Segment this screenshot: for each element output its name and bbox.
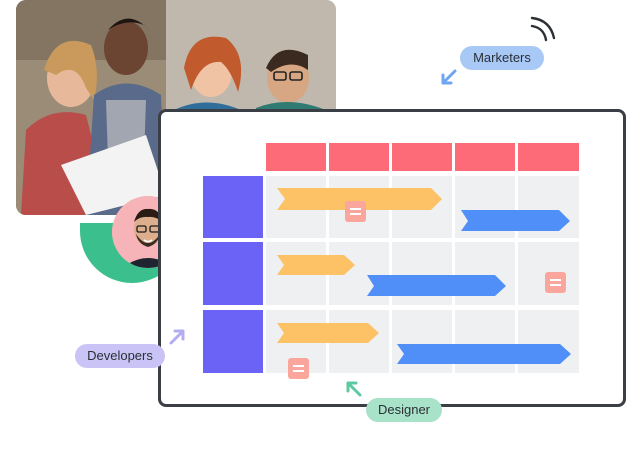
row-label-block — [203, 176, 263, 238]
task-bar-blue — [367, 275, 506, 296]
cursor-arrow-icon — [169, 329, 185, 345]
task-bar-blue — [461, 210, 570, 231]
header-cell — [392, 143, 452, 171]
header-cell — [518, 143, 579, 171]
task-bar-blue — [397, 344, 571, 364]
cursor-arrow-icon — [441, 69, 457, 85]
designer-label: Designer — [366, 398, 442, 422]
marketers-label: Marketers — [460, 46, 544, 70]
signal-icon — [530, 16, 556, 42]
header-cell — [329, 143, 389, 171]
row-label-block — [203, 310, 263, 373]
row-label-block — [203, 242, 263, 305]
developers-label: Developers — [75, 344, 165, 368]
note-icon — [288, 358, 309, 379]
note-icon — [345, 201, 366, 222]
task-bar-yellow — [277, 188, 442, 210]
header-cell — [266, 143, 326, 171]
gantt-chart-graphic — [203, 143, 579, 379]
cursor-arrow-icon — [346, 381, 362, 397]
team-photo — [16, 0, 336, 215]
note-icon — [545, 272, 566, 293]
task-bar-yellow — [277, 323, 379, 343]
task-bar-yellow — [277, 255, 355, 275]
gantt-board — [158, 109, 626, 407]
header-cell — [455, 143, 515, 171]
